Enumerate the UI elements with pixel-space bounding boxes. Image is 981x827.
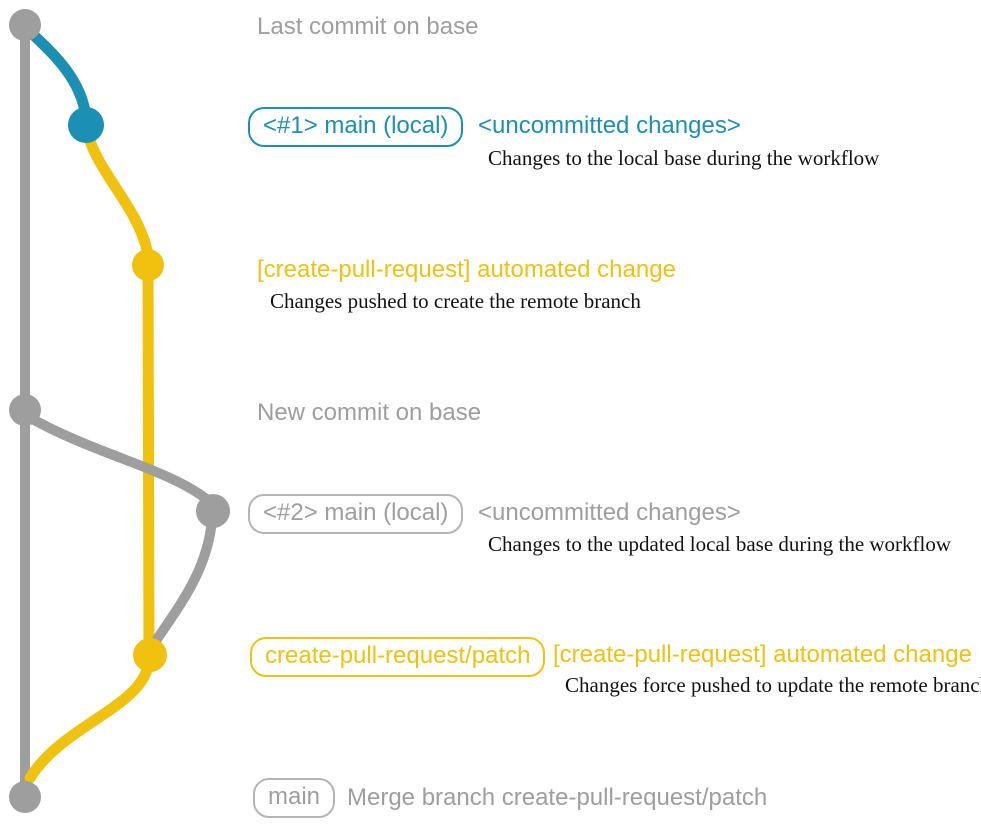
branch-badge-main: main <box>253 778 336 818</box>
commit-dot-last-base <box>9 9 41 41</box>
automated-2-heading: [create-pull-request] automated change <box>553 641 972 668</box>
branch-badge-patch: create-pull-request/patch <box>250 637 546 677</box>
new-commit-title: New commit on base <box>257 399 482 426</box>
merge-heading: Merge branch create-pull-request/patch <box>347 784 768 811</box>
automated-1-heading: [create-pull-request] automated change <box>257 256 676 283</box>
uncommitted-2-heading: <uncommitted changes> <box>478 499 741 526</box>
last-commit-title: Last commit on base <box>257 13 479 40</box>
patch-merge-line <box>24 660 154 784</box>
commit-dot-new-base <box>9 394 41 426</box>
commit-dot-automated-1 <box>132 249 164 281</box>
patch-branch-line-vertical <box>142 252 155 661</box>
automated-2-note: Changes force pushed to update the remot… <box>565 673 981 697</box>
commit-dot-merge <box>9 781 41 813</box>
uncommitted-1-heading: <uncommitted changes> <box>478 112 741 139</box>
branch-badge-main-local-2: <#2> main (local) <box>248 494 464 534</box>
commit-dot-uncommitted-2 <box>196 494 230 528</box>
uncommitted-branch-line-1 <box>19 21 92 124</box>
uncommitted-2-note: Changes to the updated local base during… <box>488 532 952 556</box>
automated-1-note: Changes pushed to create the remote bran… <box>270 289 641 313</box>
commit-dot-automated-2 <box>133 638 167 672</box>
uncommitted-branch-line-2a <box>22 411 214 506</box>
branch-badge-main-local-1: <#1> main (local) <box>248 107 464 147</box>
uncommitted-branch-line-2b <box>147 515 217 652</box>
commit-dot-uncommitted-1 <box>68 107 104 143</box>
patch-branch-line-upper <box>80 122 153 256</box>
uncommitted-1-note: Changes to the local base during the wor… <box>488 146 880 170</box>
